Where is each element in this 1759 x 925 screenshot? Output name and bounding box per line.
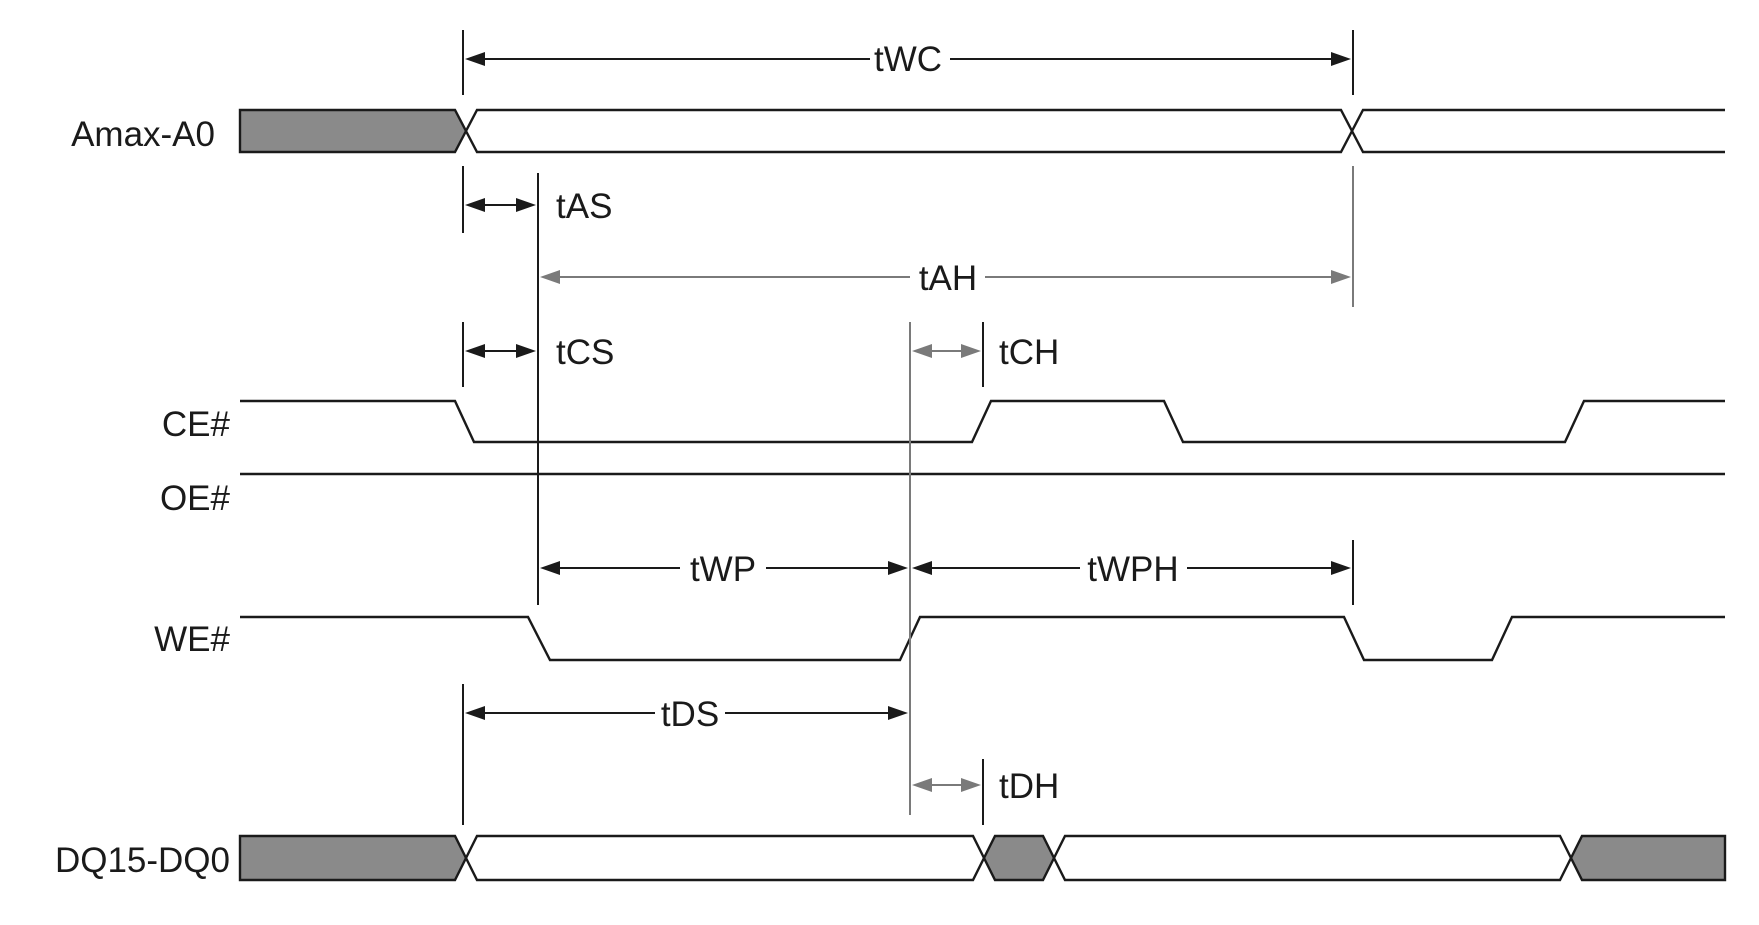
address-valid-segment — [464, 108, 1354, 154]
reference-lines — [462, 30, 1354, 825]
we-waveform — [240, 615, 1725, 662]
address-invalid-segment — [238, 108, 468, 154]
data-invalid-segment-1 — [238, 834, 468, 882]
tds-dimension: tDS — [465, 695, 908, 734]
data-valid-segment — [464, 834, 986, 882]
data-invalid-segment-3 — [1569, 834, 1727, 882]
tdh-dimension: tDH — [912, 767, 1059, 806]
address-signal-label: Amax-A0 — [71, 115, 215, 154]
tch-dimension: tCH — [912, 333, 1059, 372]
we-signal-label: WE# — [154, 620, 230, 659]
address-next-segment — [1350, 108, 1725, 154]
twc-dimension: tWC — [465, 40, 1351, 79]
ce-waveform — [240, 399, 1725, 444]
oe-signal-label: OE# — [160, 479, 231, 518]
twph-label: tWPH — [1087, 550, 1178, 589]
tcs-dimension: tCS — [465, 333, 614, 372]
twp-label: tWP — [690, 550, 756, 589]
twph-dimension: tWPH — [912, 550, 1351, 589]
data-waveform — [238, 834, 1727, 882]
twc-label: tWC — [874, 40, 942, 79]
twp-dimension: tWP — [540, 550, 908, 589]
tdh-label: tDH — [999, 767, 1059, 806]
tas-label: tAS — [556, 187, 612, 226]
tah-label: tAH — [919, 259, 977, 298]
tch-label: tCH — [999, 333, 1059, 372]
address-waveform — [238, 108, 1725, 154]
tcs-label: tCS — [556, 333, 614, 372]
ce-signal-label: CE# — [162, 405, 231, 444]
data-invalid-segment-2 — [982, 834, 1056, 882]
tds-label: tDS — [661, 695, 719, 734]
data-signal-label: DQ15-DQ0 — [55, 841, 230, 880]
tah-dimension: tAH — [540, 259, 1351, 298]
tas-dimension: tAS — [465, 187, 612, 226]
data-next-segment — [1052, 834, 1573, 882]
